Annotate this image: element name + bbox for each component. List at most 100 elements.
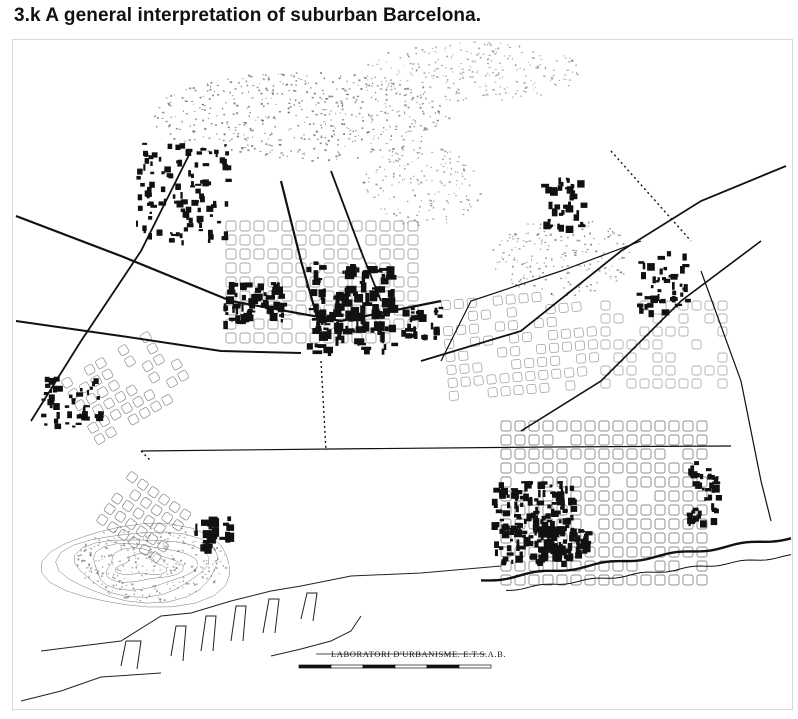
hill-stipple (288, 102, 291, 104)
hill-stipple (226, 121, 229, 123)
dark-block (536, 500, 545, 506)
hill-stipple (419, 147, 421, 149)
grid-block (550, 355, 561, 366)
grid-block (146, 533, 159, 545)
dark-block (367, 266, 378, 274)
hill-stipple (204, 127, 207, 130)
hill-stipple (399, 93, 401, 95)
grid-block (640, 546, 652, 558)
hill-stipple (366, 86, 367, 88)
dark-block (241, 294, 246, 301)
hill-stipple (159, 569, 162, 571)
hill-stipple (304, 121, 306, 123)
dark-block (200, 148, 207, 151)
hill-stipple (552, 294, 554, 297)
dark-block (560, 530, 566, 537)
hill-stipple (536, 234, 539, 236)
grid-block (253, 248, 265, 260)
hill-stipple (330, 125, 333, 127)
hill-stipple (409, 177, 412, 180)
dark-block (223, 522, 230, 526)
dark-block (713, 476, 719, 482)
hill-stipple (609, 276, 612, 277)
hill-stipple (520, 282, 522, 284)
hill-stipple (222, 107, 224, 110)
hill-stipple (308, 82, 309, 84)
hill-stipple (224, 146, 226, 148)
dark-block (702, 487, 705, 491)
grid-block (141, 360, 154, 372)
dark-block (76, 414, 84, 419)
hill-stipple (185, 89, 187, 91)
hill-stipple (492, 89, 495, 91)
hill-stipple (88, 570, 91, 572)
hill-stipple (260, 140, 263, 142)
dark-block (185, 206, 192, 213)
dark-block (554, 204, 561, 210)
dark-block (170, 232, 173, 235)
pier (200, 615, 217, 652)
dark-block (517, 529, 520, 534)
hill-stipple (422, 102, 424, 105)
hill-stipple (272, 93, 274, 95)
hill-stipple (560, 240, 563, 242)
hill-stipple (343, 123, 346, 126)
hill-stipple (483, 94, 486, 96)
dark-block (511, 489, 516, 495)
hill-stipple (452, 54, 454, 56)
hill-stipple (310, 87, 312, 89)
grid-block (640, 420, 652, 432)
hill-stipple (563, 287, 565, 289)
hill-stipple (216, 133, 218, 135)
hill-stipple (249, 129, 252, 131)
hill-stipple (574, 294, 576, 296)
hill-stipple (183, 537, 186, 539)
hill-stipple (341, 105, 343, 108)
hill-stipple (432, 218, 435, 220)
dark-block (682, 253, 687, 261)
grid-block (239, 248, 251, 260)
hill-stipple (127, 556, 130, 558)
grid-block (379, 248, 391, 260)
dark-block (269, 312, 278, 322)
hill-stipple (397, 69, 400, 71)
hill-stipple (553, 69, 555, 71)
hill-stipple (416, 95, 419, 98)
road-line (279, 180, 323, 332)
hill-stipple (459, 42, 461, 45)
dark-block (548, 527, 558, 533)
hill-stipple (98, 560, 100, 562)
hill-stipple (525, 241, 528, 243)
hill-stipple (113, 537, 116, 539)
hill-stipple (512, 96, 514, 99)
grid-block (598, 476, 610, 488)
hill-stipple (276, 93, 279, 95)
grid-block (665, 378, 676, 389)
hill-stipple (500, 42, 502, 44)
dark-block (175, 144, 181, 150)
hill-stipple (123, 531, 125, 533)
hill-stipple (231, 138, 233, 140)
hill-stipple (409, 182, 412, 184)
dark-block (511, 559, 514, 564)
hill-stipple (368, 113, 370, 116)
hill-stipple (471, 70, 474, 73)
hill-stipple (551, 257, 553, 260)
hill-stipple (403, 65, 405, 67)
hill-stipple (84, 543, 87, 546)
hill-stipple (575, 64, 577, 67)
grid-block (407, 262, 419, 274)
hill-stipple (256, 86, 259, 89)
hill-stipple (499, 77, 501, 80)
dark-block (168, 173, 174, 179)
hill-stipple (460, 49, 462, 51)
hill-stipple (418, 211, 420, 213)
hill-stipple (564, 79, 567, 80)
grid-block (584, 504, 596, 516)
hill-stipple (404, 104, 407, 107)
hill-stipple (407, 130, 410, 132)
hill-stipple (392, 83, 395, 85)
hill-stipple (243, 124, 246, 126)
hill-stipple (315, 130, 319, 133)
grid-block (560, 328, 571, 339)
